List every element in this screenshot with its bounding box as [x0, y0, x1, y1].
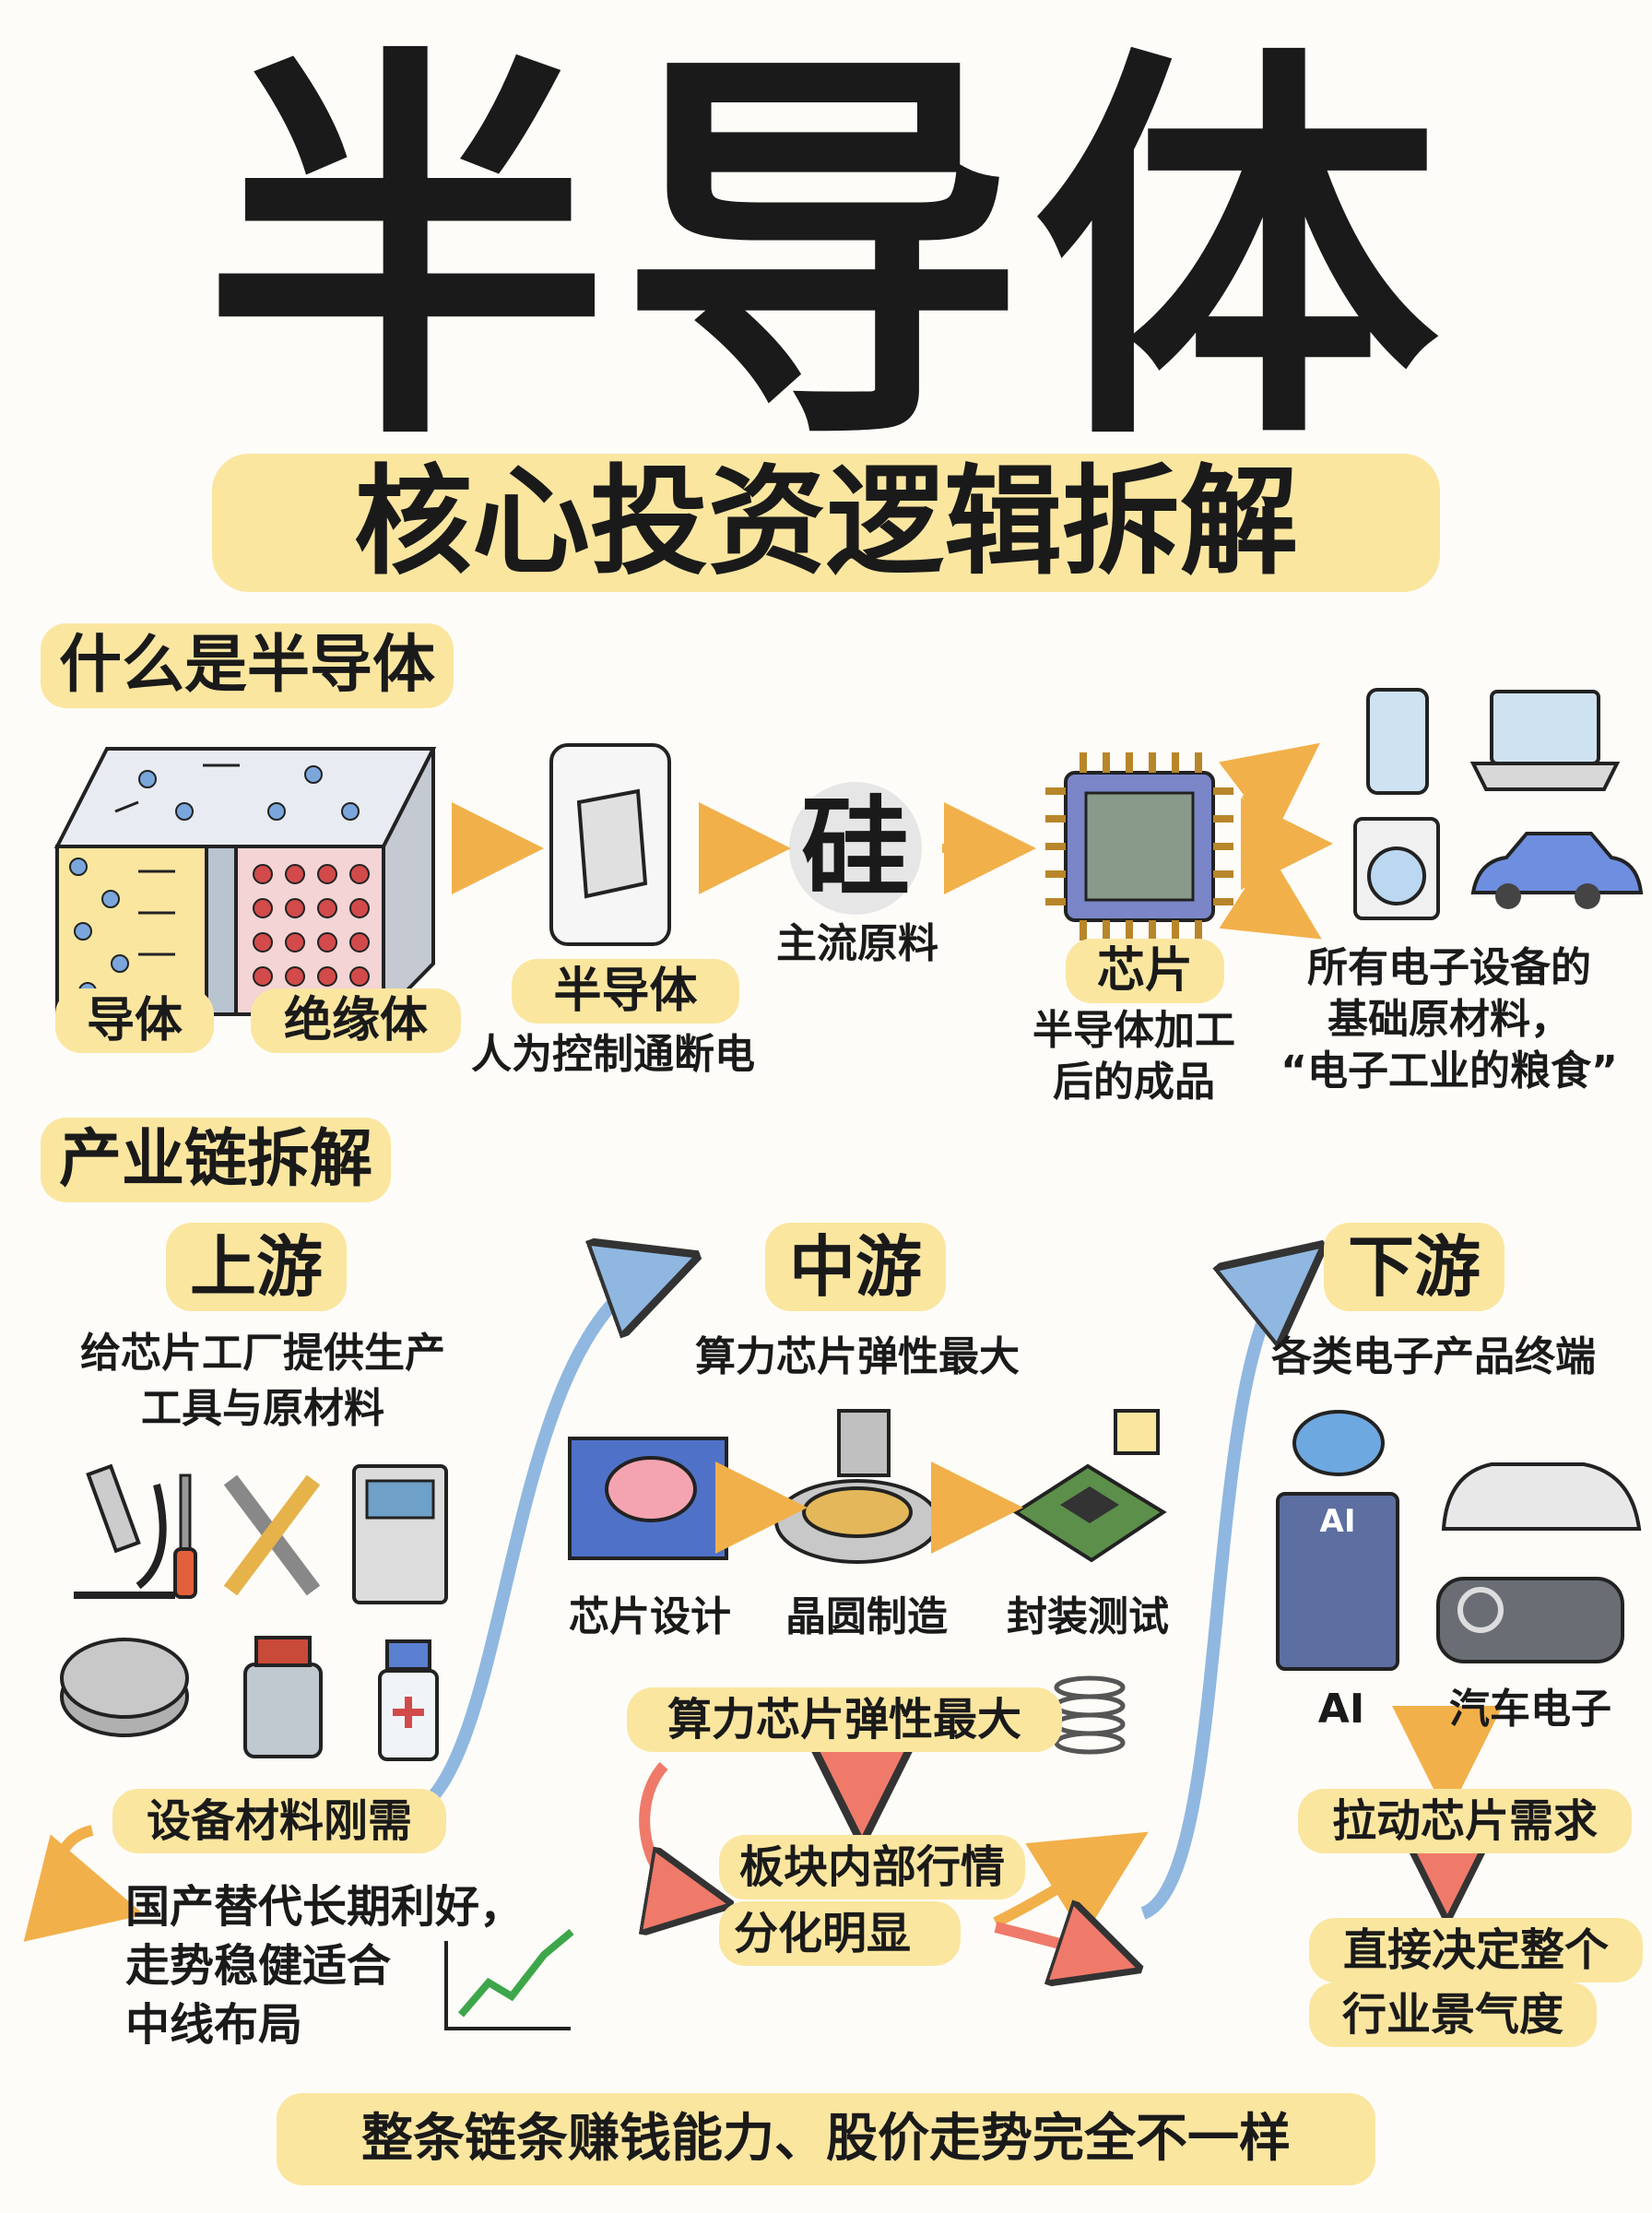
electric-car-icon [1441, 1462, 1642, 1531]
curve-arrow-upstream [23, 1825, 145, 1942]
chemical-bottle-icon [243, 1636, 323, 1758]
chip-desc-1: 半导体加工 [1032, 1007, 1235, 1054]
downstream-desc: 各类电子产品终端 [1271, 1333, 1596, 1380]
downstream-decide-1: 直接决定整个 [1309, 1918, 1643, 1982]
page-title: 半导体 [204, 18, 1448, 490]
semiconductor-label: 半导体 [512, 959, 739, 1024]
spring-icon [1054, 1675, 1126, 1755]
divergence-1: 板块内部行情 [719, 1835, 1025, 1899]
downstream-title: 下游 [1324, 1223, 1505, 1311]
devices-desc-1: 所有电子设备的 [1307, 944, 1591, 991]
conductor-label: 导体 [55, 988, 214, 1053]
insulator-label: 绝缘体 [251, 988, 461, 1053]
split-arrow-down [994, 1927, 1111, 1959]
downstream-ai-label: AI [1317, 1686, 1365, 1733]
conductor-insulator-block-icon [53, 747, 437, 1019]
midstream-to-downstream-arrow [1139, 1268, 1295, 1920]
upstream-title: 上游 [166, 1223, 348, 1311]
footer-summary: 整条链条赚钱能力、股价走势完全不一样 [277, 2093, 1375, 2185]
upstream-to-midstream-arrow [403, 1268, 664, 1823]
curve-arrow-mid [644, 1762, 701, 1899]
wafer-fab-machine-icon [774, 1409, 940, 1564]
upstream-need: 设备材料刚需 [112, 1789, 446, 1853]
chip-icon [1045, 752, 1233, 941]
phone-icon [1366, 688, 1429, 795]
downstream-auto-label: 汽车电子 [1449, 1686, 1611, 1733]
screwdriver-icon [173, 1473, 197, 1599]
washing-machine-icon [1353, 817, 1440, 920]
ai-server-icon [1276, 1410, 1399, 1671]
silicon-char: 硅 [800, 785, 910, 912]
midstream-elastic: 算力芯片弹性最大 [627, 1687, 1062, 1752]
laptop-icon [1469, 690, 1621, 791]
blueprint-brain-icon [568, 1437, 728, 1560]
switch-icon [549, 743, 671, 946]
downstream-pull: 拉动芯片需求 [1298, 1789, 1632, 1853]
microscope-icon [74, 1463, 175, 1599]
midstream-desc: 算力芯片弹性最大 [695, 1333, 1020, 1380]
step-chip-design: 芯片设计 [569, 1593, 731, 1640]
chip-desc-2: 后的成品 [1053, 1059, 1215, 1106]
step-packaging-test: 封装测试 [1007, 1593, 1169, 1640]
devices-desc-2: 基础原材料， [1328, 996, 1571, 1043]
upstream-note-2: 走势稳健适合 [125, 1940, 392, 1992]
section2-heading: 产业链拆解 [41, 1118, 392, 1202]
upstream-note-1: 国产替代长期利好， [125, 1881, 525, 1933]
wafer-discs-icon [60, 1638, 189, 1737]
upstream-desc-2: 工具与原材料 [141, 1385, 384, 1432]
split-arrow-up [993, 1831, 1149, 1937]
divergence-2: 分化明显 [719, 1901, 961, 1966]
equipment-cabinet-icon [352, 1464, 448, 1604]
wrench-icon [223, 1474, 321, 1596]
devices-desc-3: “电子工业的粮食” [1280, 1047, 1618, 1095]
upstream-desc-1: 给芯片工厂提供生产 [80, 1330, 445, 1377]
server-ai-badge: AI [1319, 1503, 1356, 1540]
silicon-circle-icon [789, 782, 922, 915]
silicon-desc: 主流原料 [776, 920, 938, 967]
chip-label: 芯片 [1066, 939, 1224, 1003]
trend-chart-icon [444, 1928, 574, 2030]
page-subtitle: 核心投资逻辑拆解 [212, 454, 1440, 592]
semiconductor-desc: 人为控制通断电 [471, 1031, 755, 1078]
packaged-chip-icon [1012, 1409, 1167, 1563]
car-icon [1470, 832, 1644, 909]
flow-arrows-row1 [452, 742, 1333, 940]
upstream-note-3: 中线布局 [125, 1999, 303, 2051]
midstream-title: 中游 [765, 1223, 947, 1311]
section1-heading: 什么是半导体 [41, 623, 454, 708]
downstream-decide-2: 行业景气度 [1309, 1982, 1597, 2047]
medicine-bottle-icon [378, 1639, 439, 1761]
car-dashboard-icon [1436, 1577, 1624, 1663]
step-wafer-fab: 晶圆制造 [785, 1593, 948, 1640]
